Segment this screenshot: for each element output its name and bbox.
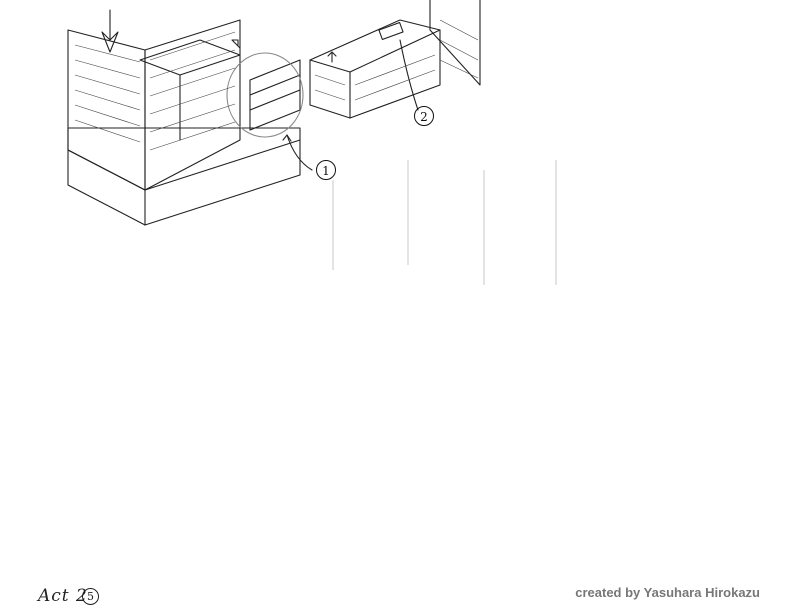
middle-block — [139, 39, 241, 76]
act-label: Act 2 — [38, 586, 88, 606]
callout-one: 1 — [316, 160, 336, 180]
credit-text: created by Yasuhara Hirokazu — [575, 585, 760, 600]
down-arrow — [101, 9, 119, 53]
right-platform-front — [309, 59, 351, 119]
arrow-left-up — [231, 39, 241, 49]
back-right-wall — [429, 0, 481, 86]
left-wall — [67, 29, 146, 191]
left-wall-face — [144, 19, 241, 191]
base-edge — [67, 149, 146, 226]
leader-1 — [286, 134, 313, 171]
act-number: 5 — [82, 588, 99, 605]
leader-2 — [399, 39, 419, 111]
chest — [378, 21, 404, 41]
stairs — [249, 59, 301, 131]
callout-two: 2 — [414, 106, 434, 126]
arrow-up — [327, 51, 337, 63]
right-platform-top — [309, 19, 441, 73]
highlight-circle — [226, 52, 304, 138]
